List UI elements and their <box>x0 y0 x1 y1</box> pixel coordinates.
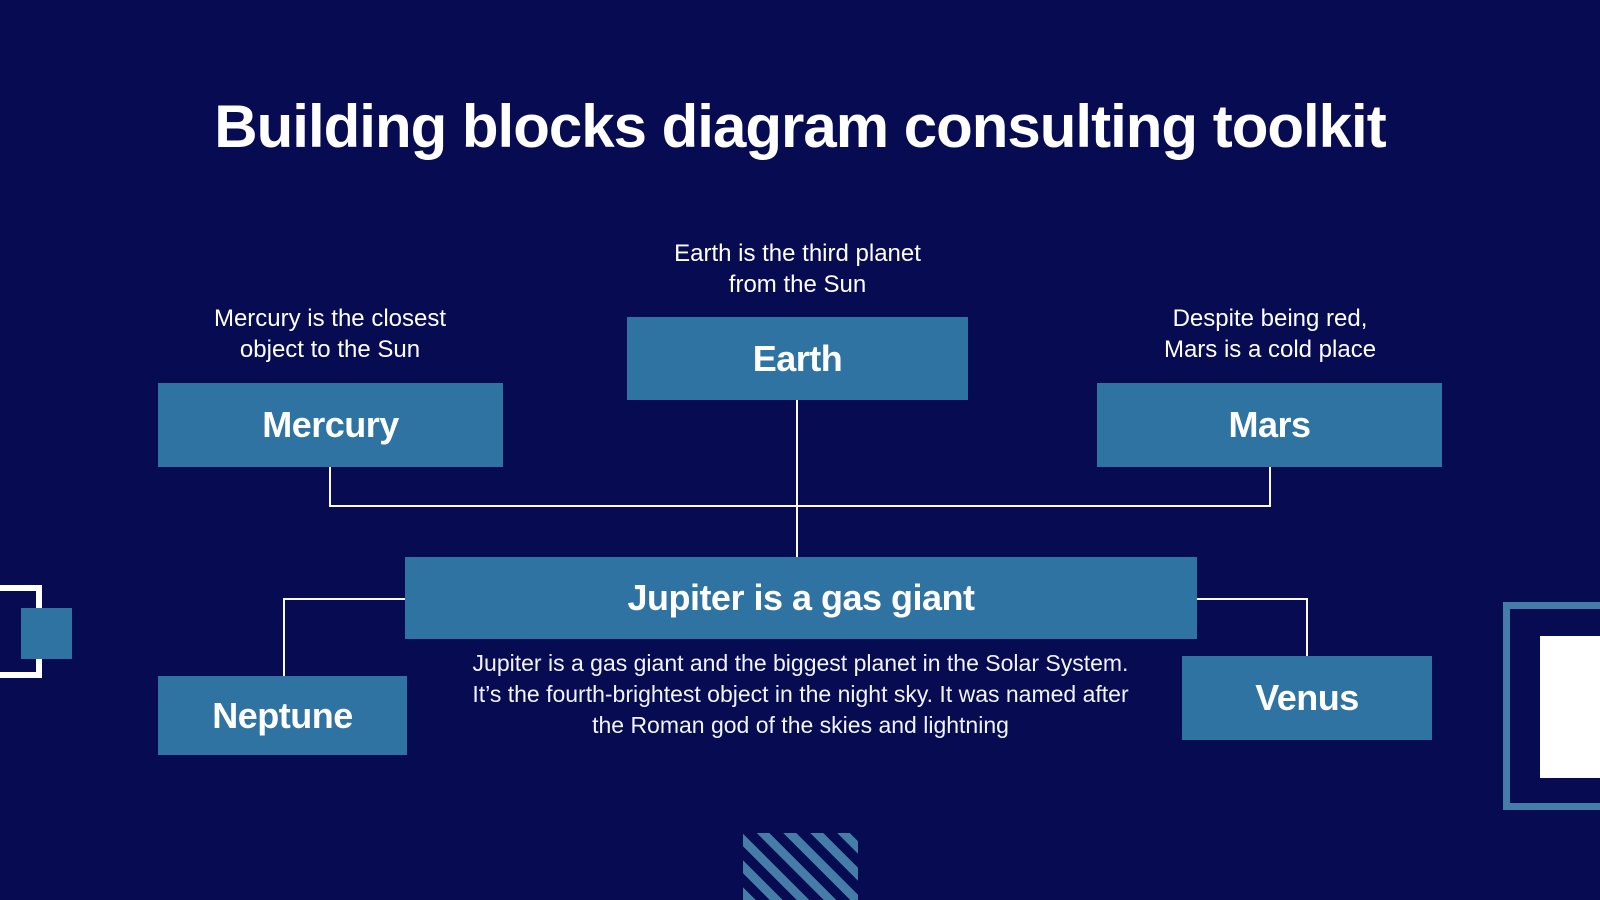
right-rect-decoration <box>1540 636 1600 778</box>
node-venus-label: Venus <box>1255 677 1359 718</box>
node-neptune-label: Neptune <box>212 694 353 736</box>
node-jupiter[interactable]: Jupiter is a gas giant <box>405 557 1197 639</box>
node-earth[interactable]: Earth <box>627 317 968 400</box>
node-neptune[interactable]: Neptune <box>158 676 407 755</box>
diagonal-stripes-decoration <box>743 833 858 900</box>
slide-title: Building blocks diagram consulting toolk… <box>214 93 1386 160</box>
connector-venus-horizontal <box>1197 598 1308 600</box>
jupiter-description: Jupiter is a gas giant and the biggest p… <box>472 650 1129 738</box>
node-mars-label: Mars <box>1228 404 1311 445</box>
earth-caption-line2: from the Sun <box>728 271 867 298</box>
node-jupiter-label: Jupiter is a gas giant <box>627 577 975 618</box>
connector-earth-vertical <box>796 400 798 557</box>
connector-venus-vertical <box>1306 598 1308 658</box>
node-mars[interactable]: Mars <box>1097 383 1442 467</box>
node-mercury-label: Mercury <box>262 404 399 445</box>
mars-caption-line2: Mars is a cold place <box>1163 336 1377 363</box>
node-earth-label: Earth <box>752 337 843 379</box>
mars-caption: Despite being red, Mars is a cold place <box>1095 303 1445 365</box>
node-mercury[interactable]: Mercury <box>158 383 503 467</box>
connector-neptune-horizontal <box>283 598 405 600</box>
mercury-caption: Mercury is the closest object to the Sun <box>155 303 505 365</box>
mars-caption-line1: Despite being red, <box>1172 305 1368 332</box>
right-frame-decoration <box>1503 602 1600 810</box>
connector-mercury-vertical <box>329 467 331 507</box>
mercury-caption-line1: Mercury is the closest <box>213 305 447 332</box>
connector-mars-vertical <box>1269 467 1271 507</box>
connector-neptune-vertical <box>283 598 285 678</box>
connector-top-horizontal <box>329 505 1271 507</box>
node-venus[interactable]: Venus <box>1182 656 1432 740</box>
mercury-caption-line2: object to the Sun <box>239 336 421 363</box>
left-square-decoration <box>21 608 72 659</box>
earth-caption: Earth is the third planet from the Sun <box>620 238 975 300</box>
earth-caption-line1: Earth is the third planet <box>674 240 921 267</box>
